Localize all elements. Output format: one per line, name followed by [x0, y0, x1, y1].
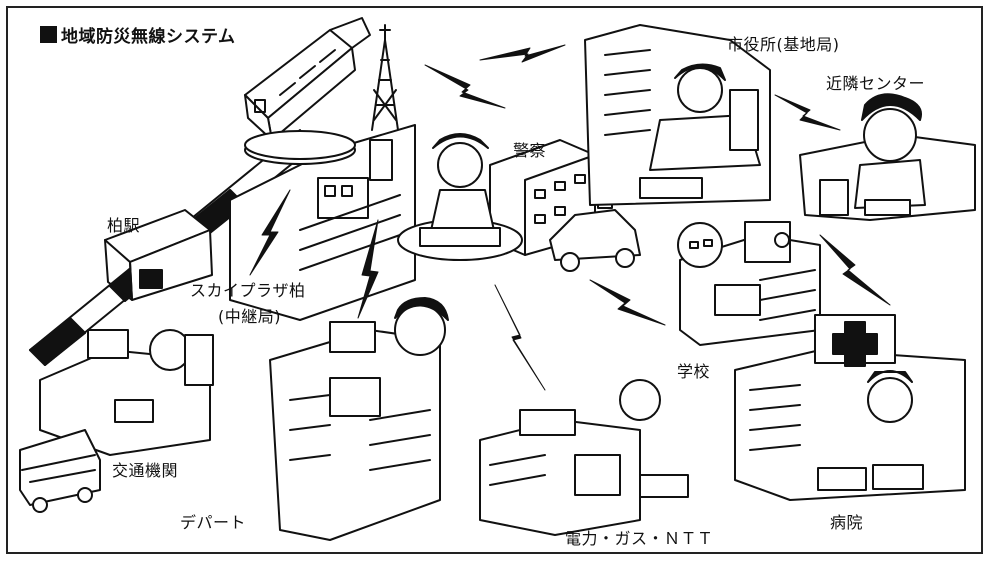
label-transport: 交通機関: [112, 461, 179, 480]
transport-office: [39, 329, 214, 456]
department-store: [269, 297, 449, 541]
title-text: 地域防災無線システム: [61, 27, 236, 47]
label-hospital: 病院: [830, 513, 864, 532]
neighborhood-center: [799, 93, 976, 221]
label-school: 学校: [677, 362, 711, 381]
title-bullet-icon: [40, 26, 57, 43]
radio-waves: [249, 44, 891, 391]
buses: [19, 429, 101, 513]
label-utilities: 電力・ガス・ＮＴＴ: [565, 529, 714, 548]
school-building: [677, 221, 821, 346]
train: [244, 17, 371, 141]
railway-track: [29, 129, 316, 366]
station-building: [104, 209, 213, 301]
diagram-title: 地域防災無線システム: [40, 22, 236, 47]
hospital-building: [734, 314, 966, 501]
label-city-office: 市役所(基地局): [727, 35, 840, 54]
label-station: 柏駅: [107, 216, 141, 235]
relay-tower: [371, 24, 399, 131]
label-relay-role: (中継局): [218, 307, 281, 326]
label-police: 警察: [513, 141, 547, 160]
police-car: [549, 195, 641, 272]
utilities-building: [479, 379, 689, 536]
city-office-building: [584, 24, 771, 206]
label-department-store: デパート: [180, 513, 247, 532]
label-relay-name: スカイプラザ柏: [190, 281, 306, 300]
label-neighborhood-center: 近隣センター: [826, 74, 926, 93]
